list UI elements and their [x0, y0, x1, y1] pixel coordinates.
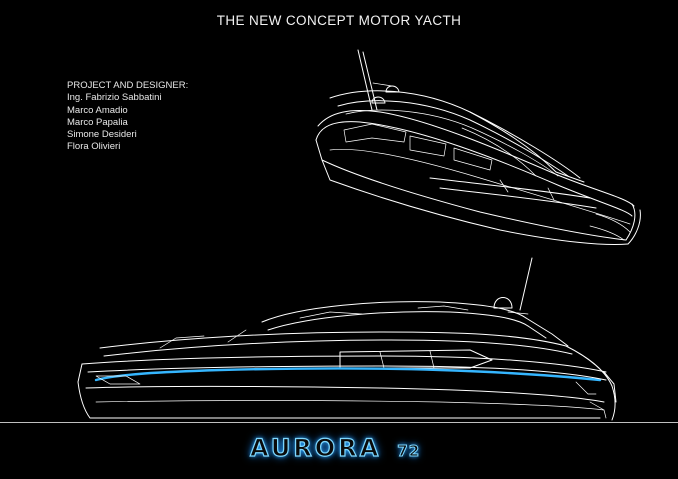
- designer-name: Ing. Fabrizio Sabbatini: [67, 92, 162, 104]
- aurora-logo: AURORA 72: [249, 433, 421, 468]
- designer-name: Marco Amadio: [67, 104, 128, 116]
- designer-name: Flora Olivieri: [67, 141, 121, 153]
- designer-name: Simone Desideri: [67, 129, 137, 141]
- yacht-perspective-view-icon: [315, 49, 641, 245]
- logo-number: 72: [397, 442, 421, 461]
- credits-heading: PROJECT AND DESIGNER:: [67, 80, 189, 91]
- yacht-side-view-icon: [77, 257, 617, 421]
- page-title: THE NEW CONCEPT MOTOR YACTH: [216, 13, 462, 28]
- designer-name: Marco Papalia: [67, 116, 128, 128]
- credits-block: PROJECT AND DESIGNER: Ing. Fabrizio Sabb…: [67, 80, 188, 154]
- logo-name: AURORA: [249, 433, 382, 462]
